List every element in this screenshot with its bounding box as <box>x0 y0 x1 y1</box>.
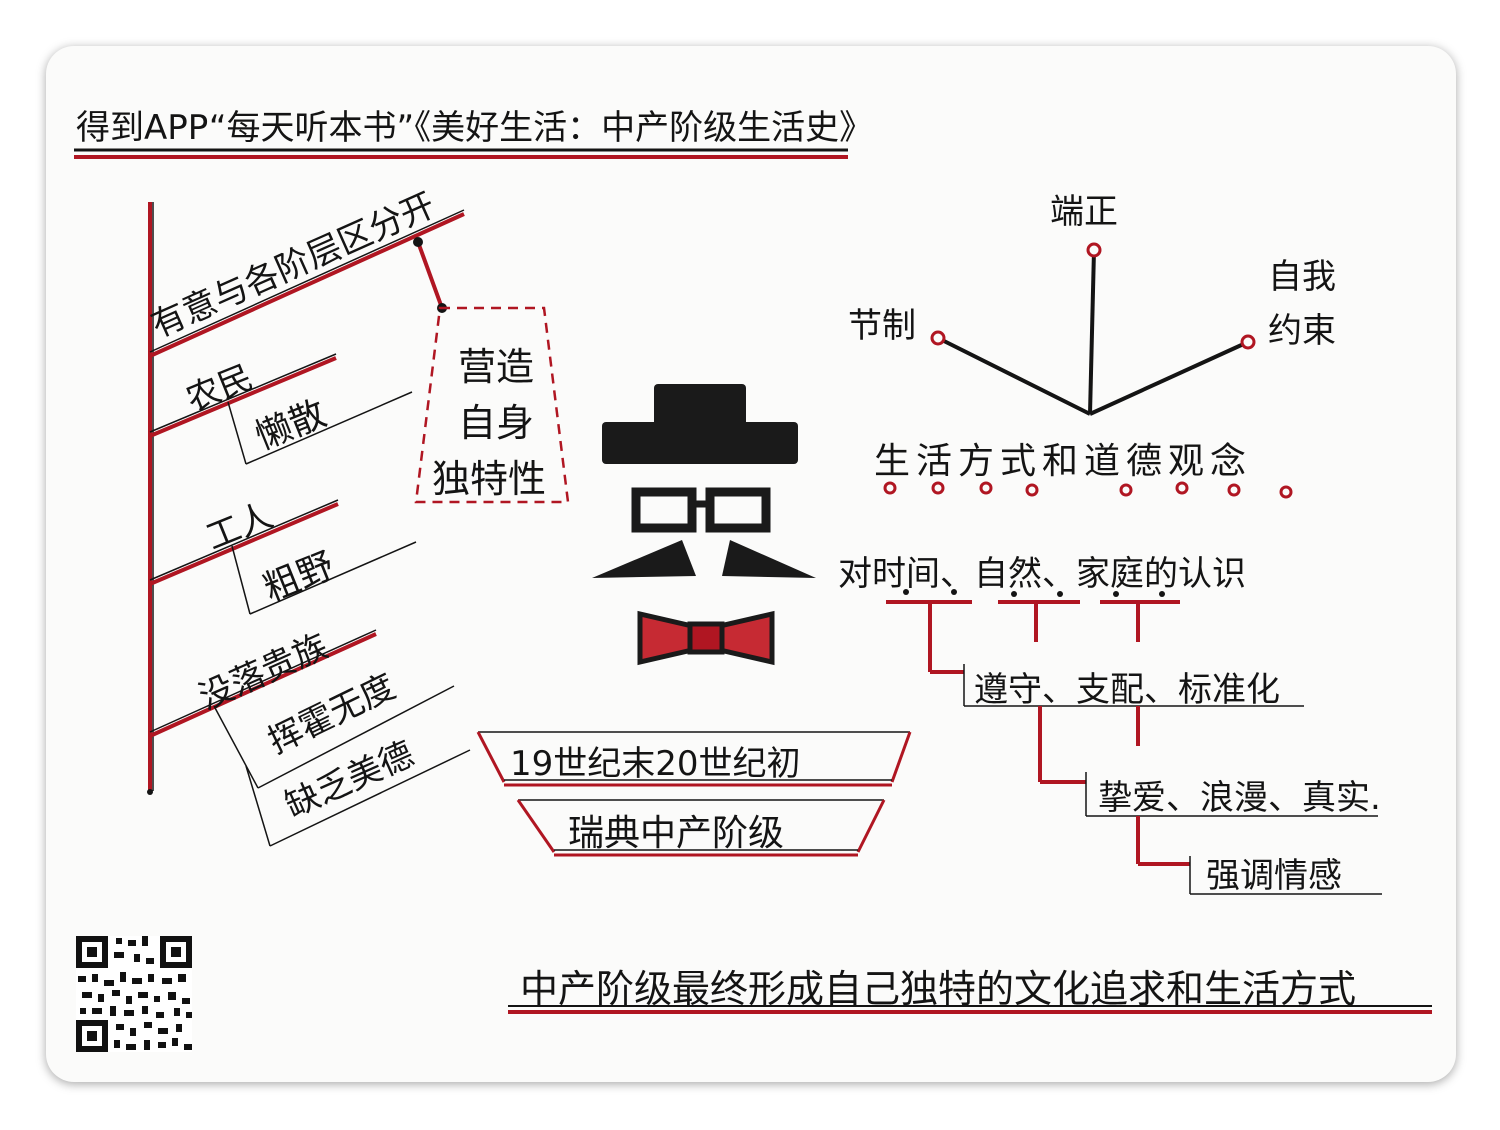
value-temperance: 节制 <box>848 306 916 346</box>
value-upright: 端正 <box>1050 192 1118 232</box>
cognition-label: 对时间、自然、家庭的认识 <box>838 554 1246 594</box>
branch-nobles <box>149 629 471 847</box>
conclusion-underline <box>508 1005 1432 1014</box>
page-title: 得到APP“每天听本书”《美好生活：中产阶级生活史》 <box>76 108 874 148</box>
title-underline <box>74 148 848 159</box>
level3-label: 强调情感 <box>1206 856 1342 896</box>
mustache-left <box>592 540 696 578</box>
callout-line-1: 营造 <box>458 345 535 389</box>
glasses-right <box>705 487 771 533</box>
hat-brim <box>602 422 798 464</box>
sketch-lines <box>74 148 1432 1052</box>
bowtie-knot <box>687 621 725 655</box>
conclusion-text: 中产阶级最终形成自己独特的文化追求和生活方式 <box>520 967 1357 1011</box>
callout-line-2: 自身 <box>458 401 535 445</box>
morality-label: 生活方式和道德观念 <box>874 441 1253 482</box>
glasses-left <box>631 487 697 533</box>
group-label: 瑞典中产阶级 <box>568 813 785 854</box>
cognition-brackets <box>886 589 1180 674</box>
qr-code <box>76 936 192 1052</box>
value-self-restraint-line-1: 自我 <box>1268 257 1336 297</box>
left-trunk <box>147 202 154 795</box>
callout-connector <box>413 237 447 313</box>
branch-farmers <box>149 353 413 465</box>
callout-line-3: 独特性 <box>432 457 547 501</box>
bowtie-left <box>637 610 695 666</box>
group-trapezoid <box>516 799 886 857</box>
staircase <box>963 664 1382 895</box>
level2-label: 挚爱、浪漫、真实. <box>1098 778 1381 818</box>
hat-crown <box>654 384 746 432</box>
era-trapezoid <box>476 731 912 787</box>
era-label: 19世纪末20世纪初 <box>510 744 801 784</box>
value-self-restraint: 自我 约束 <box>1262 250 1342 358</box>
bowtie-right <box>717 610 775 666</box>
note-card: 得到APP“每天听本书”《美好生活：中产阶级生活史》 有意与各阶层区分开 农民 … <box>46 46 1456 1082</box>
morality-dots <box>883 481 1293 499</box>
level1-label: 遵守、支配、标准化 <box>974 670 1280 710</box>
value-self-restraint-line-2: 约束 <box>1268 311 1336 351</box>
branch-workers <box>149 499 417 615</box>
gentleman-illustration <box>592 384 816 666</box>
branch-distinguish <box>149 209 465 358</box>
values-fan <box>930 242 1256 416</box>
callout-box <box>414 306 570 504</box>
mustache-right <box>722 540 816 578</box>
